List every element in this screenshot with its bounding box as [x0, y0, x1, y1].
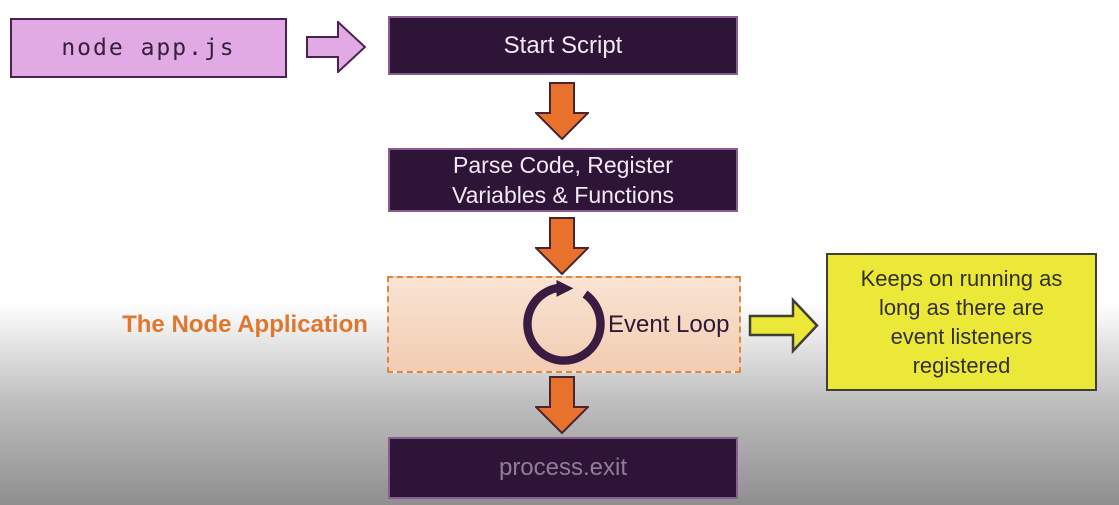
- parse-code-line-1: Parse Code, Register: [453, 152, 673, 178]
- command-node: node app.js: [10, 18, 287, 78]
- node-application-label: The Node Application: [100, 276, 390, 373]
- note-line-1: Keeps on running as: [860, 266, 1063, 291]
- block-arrow-down-icon: [535, 217, 589, 275]
- event-loop-label-text: Event Loop: [608, 310, 730, 338]
- parse-code-line-2: Variables & Functions: [451, 182, 674, 208]
- event-loop-label: Event Loop: [608, 276, 740, 373]
- event-listeners-note: Keeps on running as long as there are ev…: [826, 253, 1097, 391]
- parse-code-node: Parse Code, Register Variables & Functio…: [388, 148, 738, 212]
- start-script-label: Start Script: [503, 31, 623, 59]
- block-arrow-down-icon: [535, 376, 589, 435]
- start-script-node: Start Script: [388, 16, 738, 75]
- command-label: node app.js: [61, 35, 236, 61]
- note-line-4: registered: [912, 353, 1011, 378]
- node-application-label-text: The Node Application: [122, 310, 368, 338]
- process-exit-label: process.exit: [498, 454, 628, 481]
- circular-arrow-icon: [523, 279, 605, 365]
- process-exit-node: process.exit: [388, 437, 738, 499]
- block-arrow-down-icon: [535, 82, 589, 140]
- note-line-2: long as there are: [878, 295, 1045, 320]
- note-line-3: event listeners: [890, 324, 1033, 349]
- block-arrow-right-icon: [306, 21, 366, 73]
- block-arrow-right-icon: [748, 297, 819, 354]
